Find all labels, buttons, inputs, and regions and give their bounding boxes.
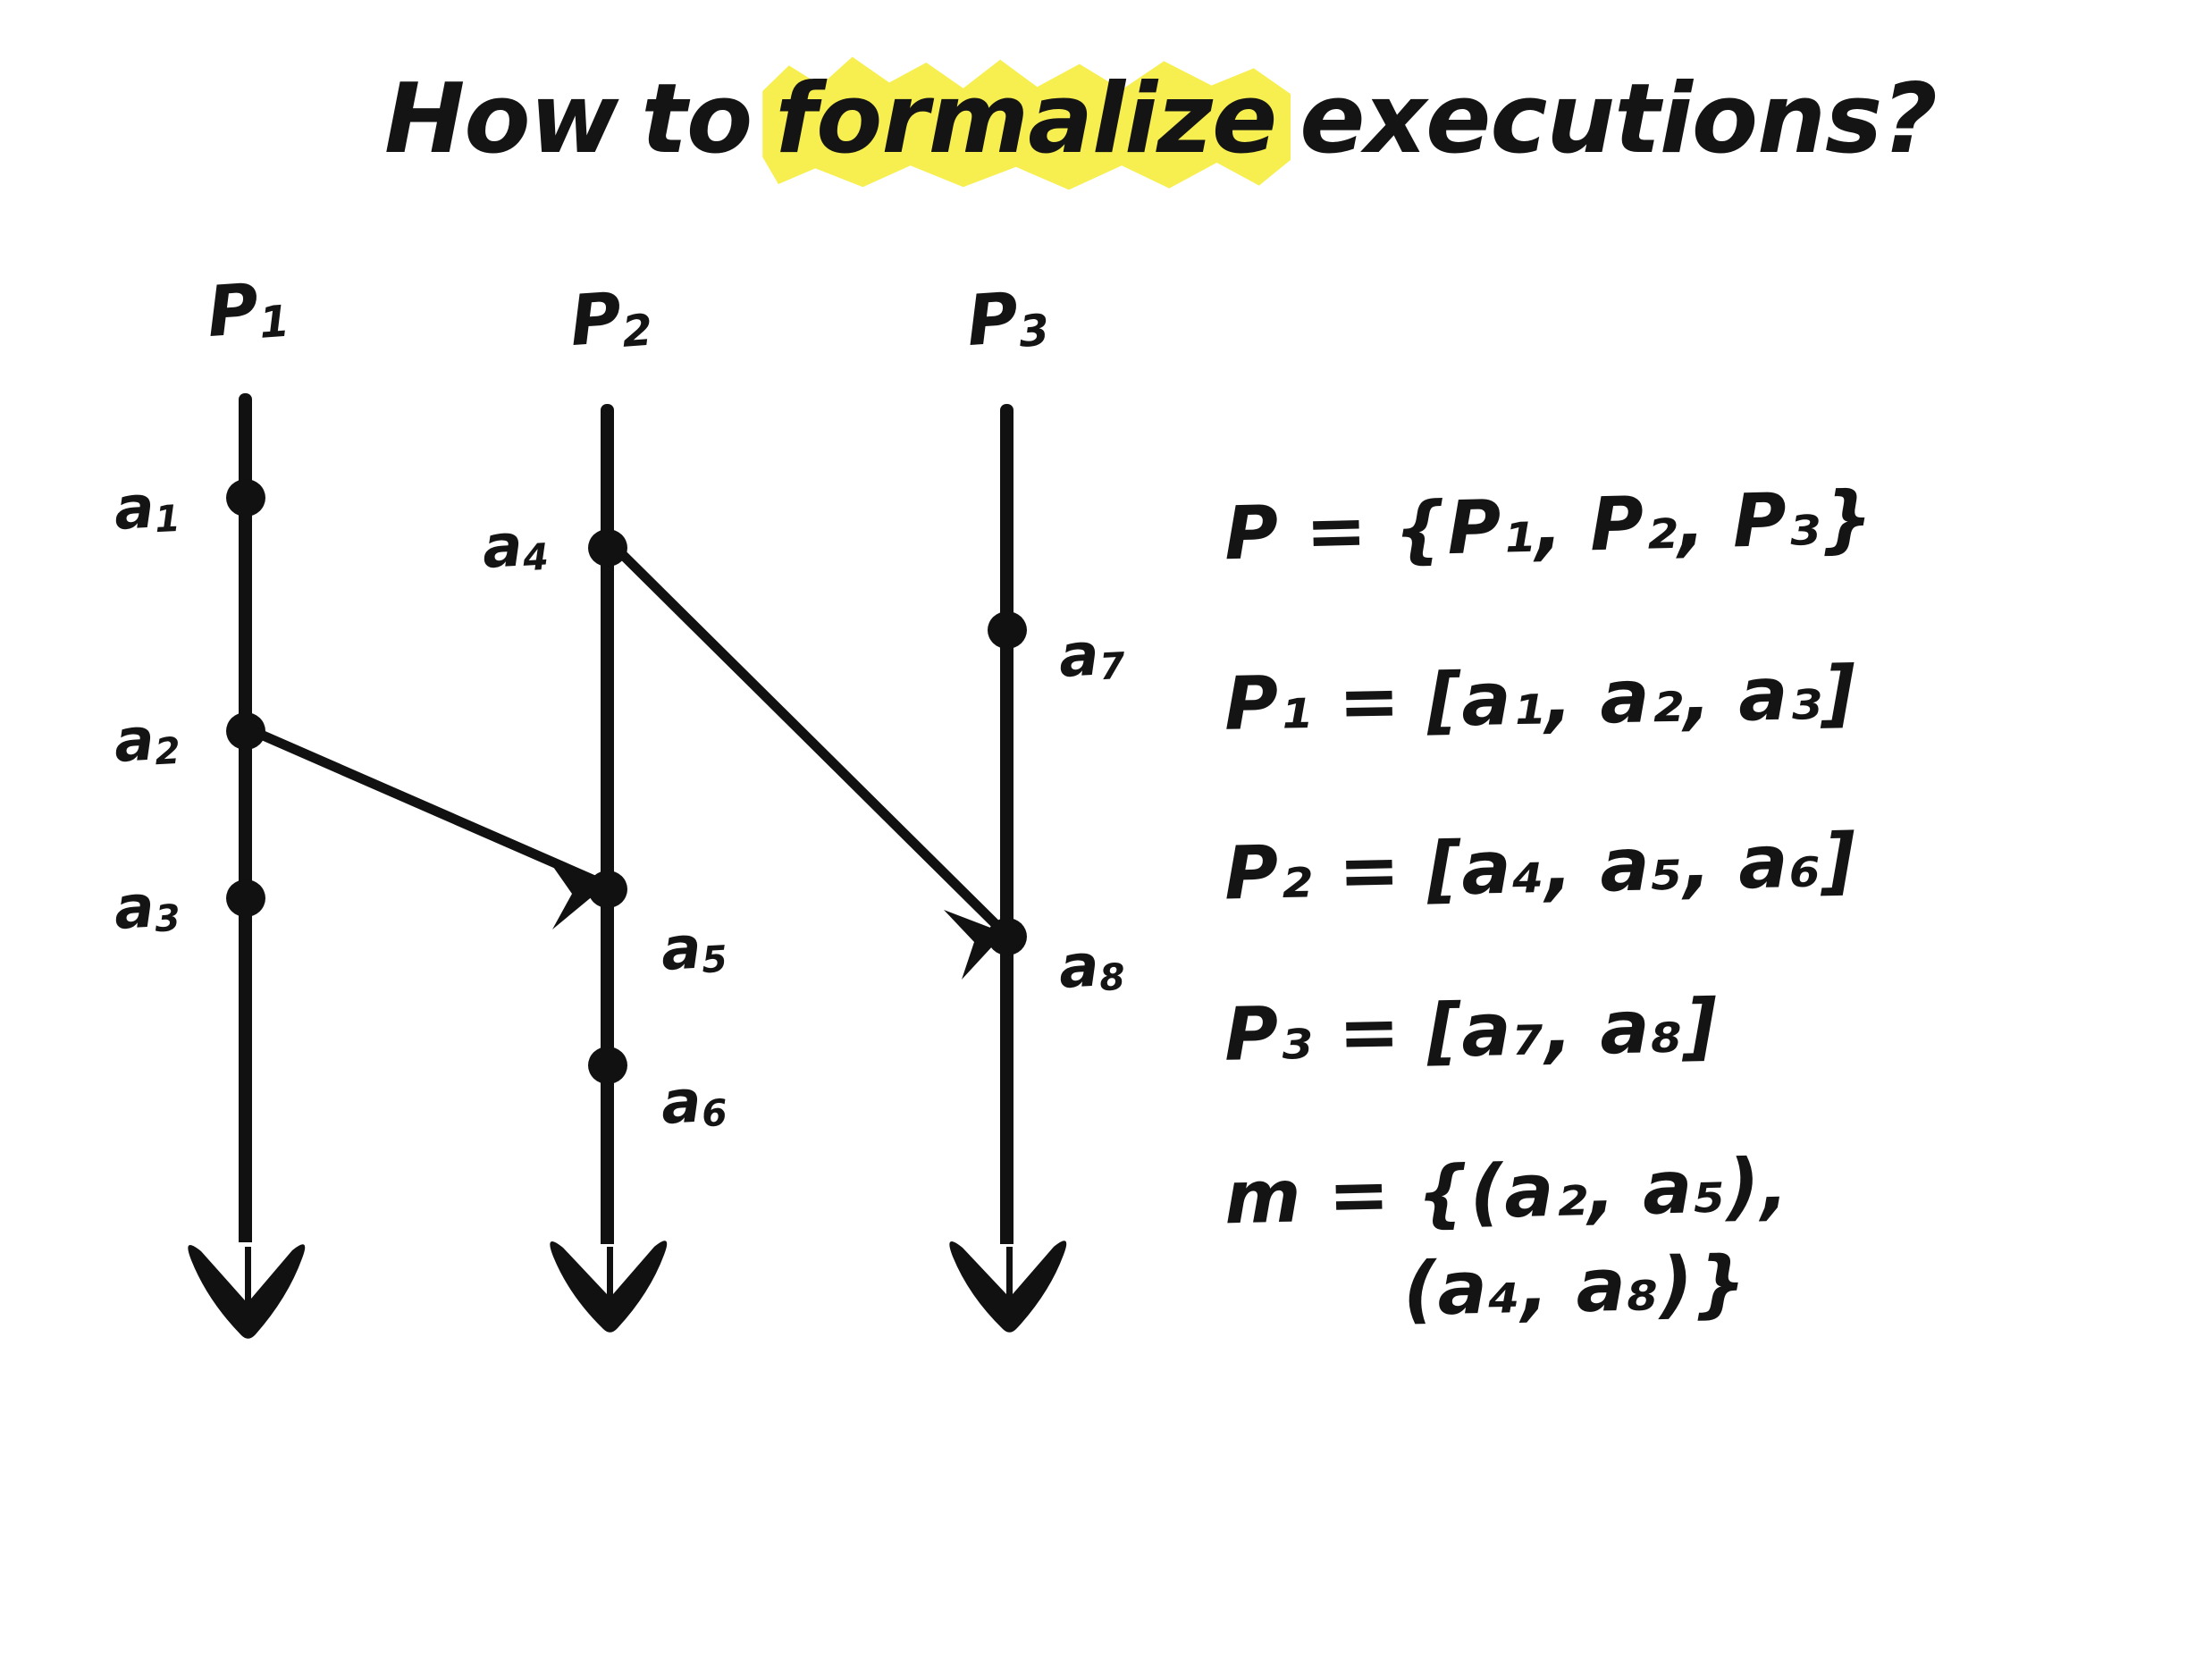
event-label-a2: a2	[112, 704, 181, 776]
event-dot-a1[interactable]	[226, 479, 265, 517]
event-label-a5: a5	[659, 913, 728, 984]
formula-messages-line1: m = {(a₂, a₅),	[1224, 1143, 1790, 1241]
event-dot-a6[interactable]	[588, 1047, 627, 1084]
event-dot-a7[interactable]	[988, 611, 1027, 649]
formula-messages-line2: (a₄, a₈)}	[1402, 1241, 1748, 1333]
formula-p1-sequence: P₁ = [a₁, a₂, a₃]	[1224, 651, 1857, 747]
event-label-a8: a8	[1056, 930, 1126, 1002]
timeline-arrowhead-p3	[949, 1241, 1067, 1333]
timeline-p1	[239, 393, 252, 1242]
event-dot-a5[interactable]	[588, 871, 627, 908]
formula-p2-sequence: P₂ = [a₄, a₅, a₆]	[1224, 818, 1857, 917]
event-label-a4: a4	[480, 510, 550, 582]
title-word-how: How	[384, 63, 618, 175]
title-highlighted-term: formalize	[762, 56, 1291, 190]
formula-block: P = {P₁, P₂, P₃} P₁ = [a₁, a₂, a₃] P₂ = …	[1224, 475, 2118, 1332]
event-dot-a3[interactable]	[226, 879, 265, 917]
title-word-executions: executions?	[1299, 63, 1938, 175]
event-label-a7: a7	[1056, 619, 1126, 691]
timeline-arrowhead-p2	[550, 1241, 668, 1333]
event-label-a6: a6	[659, 1066, 728, 1138]
page-title: How to formalize executions?	[384, 56, 1938, 190]
process-label-p3: P3	[963, 278, 1051, 363]
process-label-p2: P2	[567, 278, 654, 363]
event-dot-a2[interactable]	[226, 712, 265, 750]
message-arrow-a2-a5	[248, 726, 606, 929]
timeline-p2	[601, 404, 614, 1244]
title-word-formalize: formalize	[775, 63, 1277, 175]
process-label-p1: P1	[204, 269, 291, 354]
event-label-a1: a1	[112, 472, 181, 543]
timeline-p3	[1000, 404, 1013, 1244]
formula-p3-sequence: P₃ = [a₇, a₈]	[1224, 984, 1719, 1078]
timeline-arrowhead-p1	[188, 1244, 306, 1339]
event-label-a3: a3	[112, 871, 181, 943]
event-dot-a8[interactable]	[988, 918, 1027, 955]
event-dot-a4[interactable]	[588, 529, 627, 567]
formula-set-of-processes: P = {P₁, P₂, P₃}	[1223, 475, 1875, 577]
title-word-to: to	[641, 63, 753, 175]
